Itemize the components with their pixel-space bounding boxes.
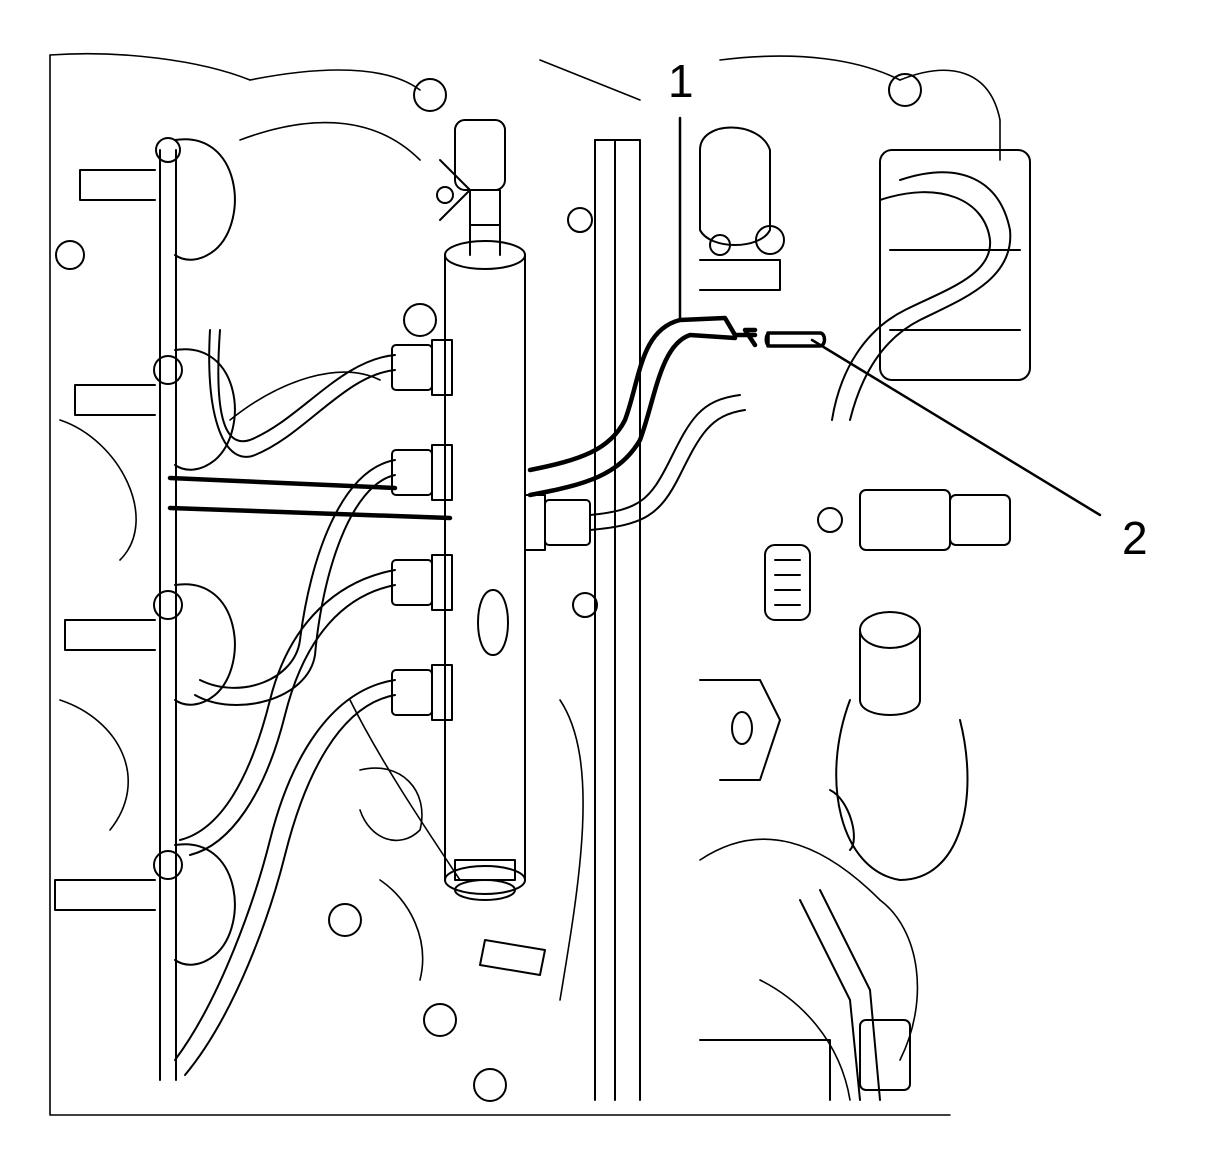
injector-fuel-lines: [54, 137, 183, 1081]
fuel-rail: [444, 189, 526, 901]
electrical-connector: [764, 489, 1011, 621]
sensor-plug: [829, 611, 969, 881]
engine-block-outline: [49, 52, 1001, 1116]
return-hose: [831, 149, 1031, 421]
highlighted-harness: [167, 315, 758, 521]
lower-right-bracket: [699, 679, 911, 1101]
high-pressure-pipes: [174, 329, 396, 1076]
high-pressure-pump: [699, 126, 785, 291]
mounting-bracket: [567, 139, 641, 1101]
injector-bodies: [174, 138, 236, 966]
supply-pipe: [589, 394, 746, 531]
callout-label-1: 1: [668, 55, 694, 107]
callout-leaders: [678, 116, 1102, 517]
harness-retainer-pin: [764, 331, 827, 348]
bolts: [55, 73, 922, 1102]
rail-outlet-fittings: [391, 339, 591, 721]
rail-pressure-sensor: [436, 119, 506, 221]
callout-label-2: 2: [1122, 512, 1148, 564]
